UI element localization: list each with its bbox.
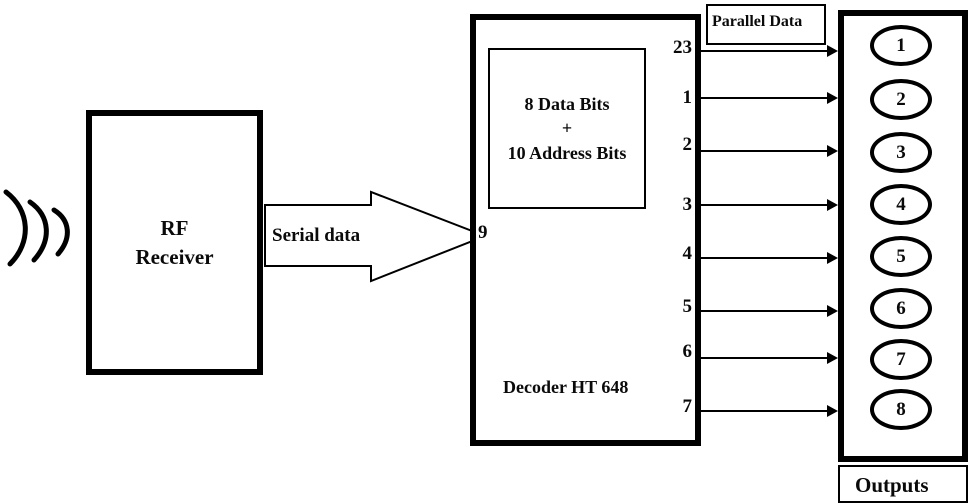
parallel-arrow-head-8 — [827, 405, 838, 417]
parallel-arrow-line-7 — [701, 357, 830, 359]
parallel-arrow-line-1 — [701, 50, 830, 52]
rf-receiver-label: RF Receiver — [86, 110, 263, 375]
parallel-arrow-line-3 — [701, 150, 830, 152]
decoder-pin-7: 7 — [682, 396, 693, 417]
parallel-arrow-head-2 — [827, 92, 838, 104]
decoder-pin-3: 3 — [682, 194, 693, 215]
output-item-1[interactable]: 1 — [870, 25, 932, 66]
decoder-pin-6: 6 — [682, 341, 693, 362]
decoder-input-pin-9: 9 — [478, 222, 488, 243]
decoder-bits-line1: 8 Data Bits — [524, 94, 610, 115]
decoder-pin-5: 5 — [682, 296, 693, 317]
parallel-arrow-head-5 — [827, 252, 838, 264]
parallel-arrow-line-6 — [701, 310, 830, 312]
output-item-4[interactable]: 4 — [870, 184, 932, 225]
parallel-arrow-line-4 — [701, 204, 830, 206]
parallel-arrow-head-4 — [827, 199, 838, 211]
rf-receiver-box — [86, 110, 263, 375]
parallel-arrow-head-3 — [827, 145, 838, 157]
decoder-bits-plus: + — [561, 118, 573, 139]
rf-receiver-label-line2: Receiver — [135, 244, 214, 269]
output-item-3[interactable]: 3 — [870, 132, 932, 173]
decoder-box — [470, 14, 701, 446]
parallel-data-label: Parallel Data — [712, 13, 803, 30]
rf-receiver-label-line1: RF — [160, 216, 189, 241]
decoder-inner-box-label: 8 Data Bits + 10 Address Bits — [488, 48, 646, 209]
outputs-caption-box — [838, 465, 968, 503]
output-item-7[interactable]: 7 — [870, 339, 932, 380]
output-item-5[interactable]: 5 — [870, 236, 932, 277]
parallel-arrow-head-1 — [827, 45, 838, 57]
parallel-arrow-line-8 — [701, 410, 830, 412]
decoder-pin-2: 2 — [682, 134, 693, 155]
output-item-8[interactable]: 8 — [870, 389, 932, 430]
output-item-2[interactable]: 2 — [870, 79, 932, 120]
parallel-data-box — [706, 4, 826, 45]
outputs-caption-label: Outputs — [855, 473, 929, 497]
output-item-6[interactable]: 6 — [870, 288, 932, 329]
parallel-arrow-head-7 — [827, 352, 838, 364]
decoder-bits-line2: 10 Address Bits — [507, 142, 627, 163]
decoder-name-label: Decoder HT 648 — [503, 377, 629, 397]
parallel-arrow-line-2 — [701, 97, 830, 99]
serial-data-label: Serial data — [272, 225, 361, 246]
decoder-pin-4: 4 — [682, 243, 693, 264]
decoder-pin-23: 23 — [673, 37, 692, 58]
decoder-pin-1: 1 — [682, 87, 693, 108]
parallel-arrow-line-5 — [701, 257, 830, 259]
parallel-arrow-head-6 — [827, 305, 838, 317]
decoder-inner-box — [488, 48, 646, 209]
